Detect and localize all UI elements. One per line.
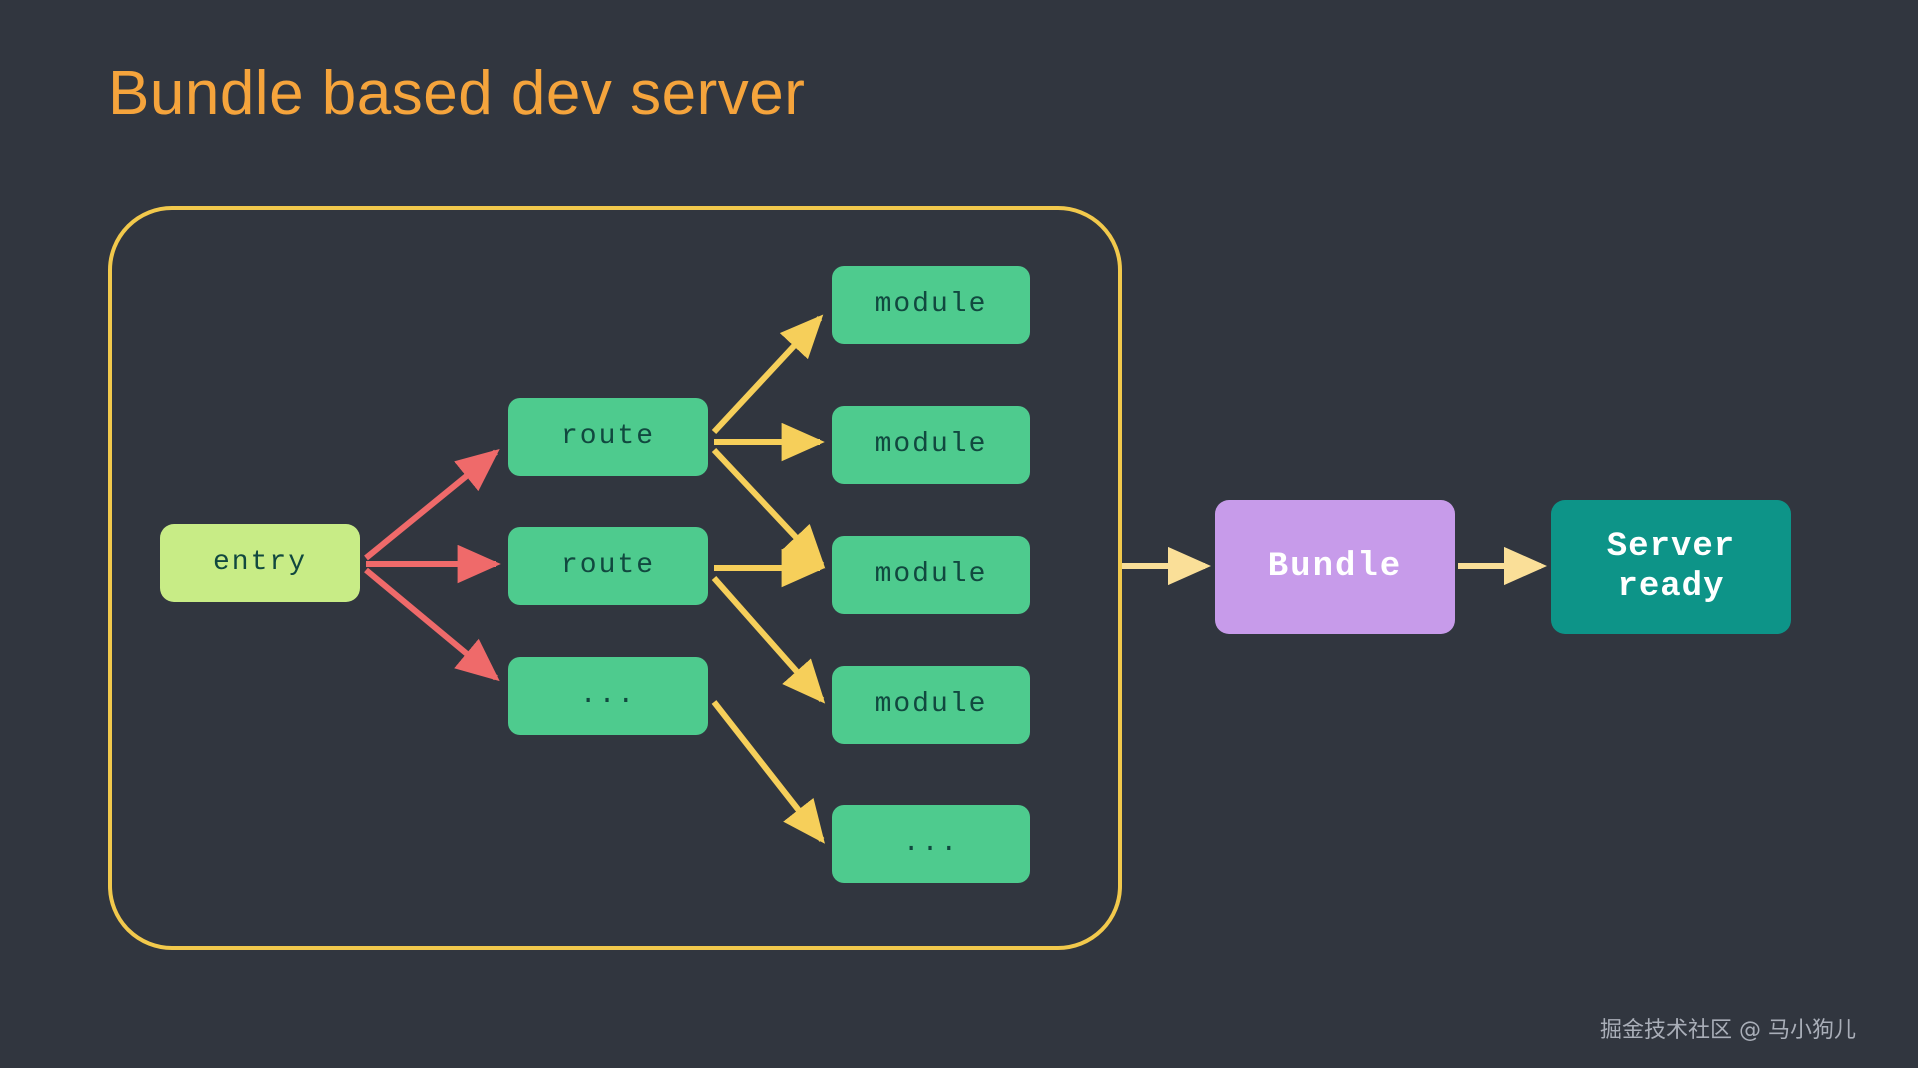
node-route-ellipsis[interactable]: ... xyxy=(508,657,708,735)
node-module-1[interactable]: module xyxy=(832,266,1030,344)
node-bundle[interactable]: Bundle xyxy=(1215,500,1455,634)
edge-route1-module1 xyxy=(711,314,824,435)
edge-routedots-moduledots xyxy=(711,700,825,844)
edge-entry-route1 xyxy=(364,448,500,561)
node-module-4[interactable]: module xyxy=(832,666,1030,744)
edge-route1-module3 xyxy=(711,447,826,569)
page-title: Bundle based dev server xyxy=(108,59,806,128)
node-module-ellipsis[interactable]: ... xyxy=(832,805,1030,883)
node-module-2[interactable]: module xyxy=(832,406,1030,484)
node-module-3[interactable]: module xyxy=(832,536,1030,614)
node-entry[interactable]: entry xyxy=(160,524,360,602)
watermark: 掘金技术社区 @ 马小狗儿 xyxy=(1600,1018,1856,1043)
edge-entry-routedots xyxy=(364,567,500,682)
edge-route2-module4 xyxy=(711,576,826,704)
node-route-1[interactable]: route xyxy=(508,398,708,476)
node-route-2[interactable]: route xyxy=(508,527,708,605)
node-server-ready[interactable]: Server ready xyxy=(1551,500,1791,634)
